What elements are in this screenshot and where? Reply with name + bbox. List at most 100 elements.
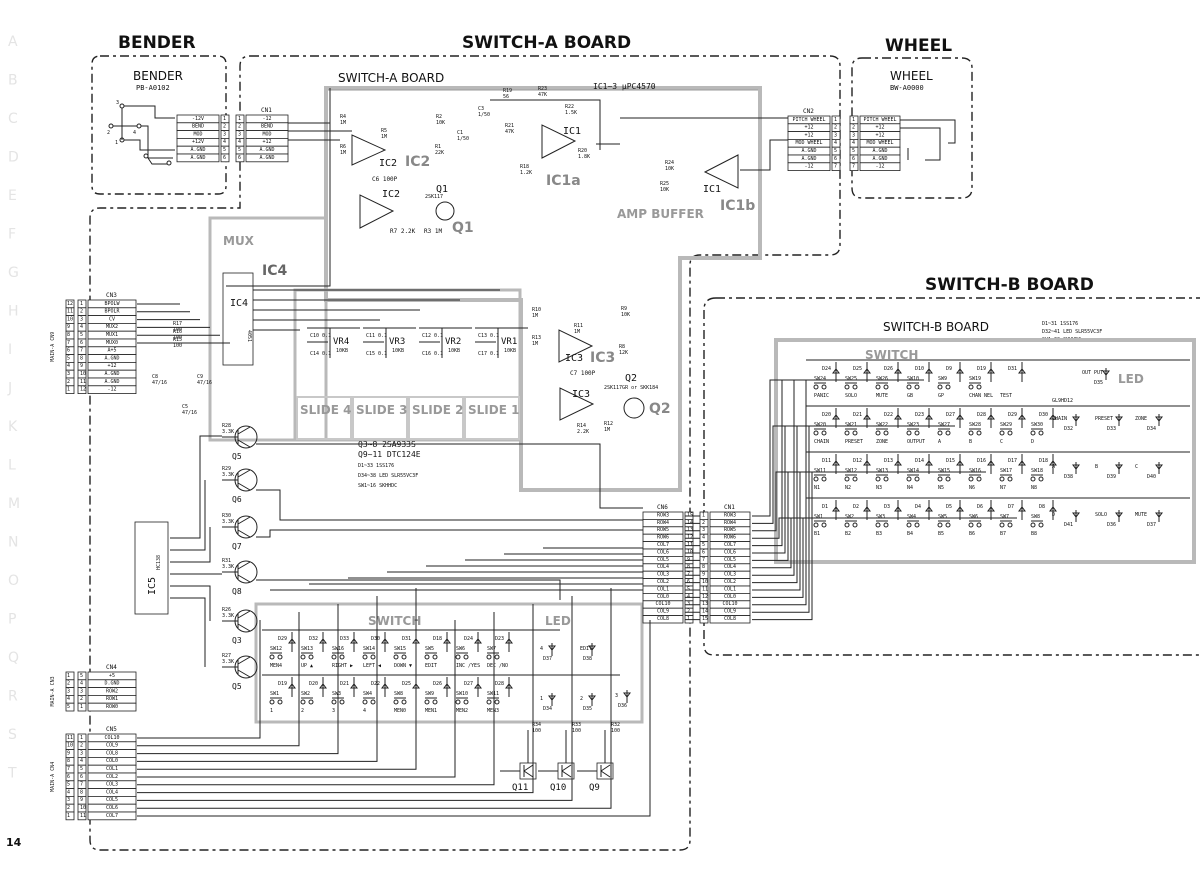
- pin-number: 7: [852, 164, 855, 170]
- signal-name: COL10: [722, 601, 737, 607]
- component-ref: R8: [619, 344, 625, 350]
- svg-text:R7 2.2K: R7 2.2K: [390, 228, 416, 235]
- side-index-letter: P: [8, 612, 16, 628]
- main-pin-number: 5: [67, 704, 70, 710]
- switch-function-label: GB: [907, 393, 913, 399]
- diode-label: D28: [977, 412, 986, 418]
- diode-symbol: [350, 632, 358, 652]
- svg-text:C6 100P: C6 100P: [372, 176, 398, 183]
- pin-number: 1: [834, 117, 837, 123]
- switch-contact: [362, 654, 368, 660]
- led-ref: D35: [1094, 380, 1103, 386]
- component-ref: R27: [222, 653, 231, 659]
- transistor-label: Q5: [232, 682, 242, 691]
- main-pin-number: 5: [67, 782, 70, 788]
- pin-number: 1: [80, 301, 83, 307]
- diode-label: D5: [946, 504, 952, 510]
- component-ref: R18: [520, 164, 529, 170]
- diode-symbol: [956, 408, 964, 428]
- led-label: A: [1052, 464, 1055, 470]
- switch-ref: SW20: [814, 422, 826, 428]
- pin-box: [77, 811, 87, 821]
- slide-label: SLIDE 1: [468, 403, 519, 417]
- switch-contact: [999, 522, 1005, 528]
- component-value: 1M: [381, 134, 387, 140]
- signal-name: COL2: [657, 579, 669, 585]
- component-ref: R2: [436, 114, 442, 120]
- diode-symbol: [894, 362, 902, 382]
- pin-number: 13: [687, 527, 693, 533]
- switch-contact: [331, 699, 337, 705]
- switch-contact: [883, 476, 889, 482]
- pin-number: 8: [687, 564, 690, 570]
- signal-name: -12V: [192, 116, 204, 122]
- diode-symbol: [987, 362, 995, 382]
- diode-symbol: [894, 408, 902, 428]
- switch-ref: SW1: [270, 691, 279, 697]
- led-ref: D36: [1107, 522, 1116, 528]
- signal-name: COL6: [106, 805, 118, 811]
- diode-label: D31: [1008, 366, 1017, 372]
- mux-block-label: MUX: [223, 234, 255, 248]
- switch-contact: [401, 654, 407, 660]
- switch-contact: [844, 430, 850, 436]
- diode-label: D33: [340, 636, 349, 642]
- component-value: 1.5K: [565, 110, 577, 116]
- signal-name: A.GND: [259, 147, 274, 153]
- switch-ref: SW11: [487, 691, 499, 697]
- main-pin-number: 9: [67, 750, 70, 756]
- slide-label: SLIDE 4: [300, 403, 351, 417]
- component-value: 3.3K: [222, 519, 234, 525]
- svg-text:3: 3: [116, 100, 119, 106]
- switch-a-block-label: SWITCH: [368, 614, 421, 628]
- signal-name: COL5: [657, 557, 669, 563]
- diode-symbol: [832, 362, 840, 382]
- component-value: 3.3K: [222, 613, 234, 619]
- main-pin-number: 7: [67, 766, 70, 772]
- signal-name: A.GND: [801, 148, 816, 154]
- diode-symbol: [894, 454, 902, 474]
- side-index-letter: S: [8, 727, 17, 743]
- switch-ref: SW13: [876, 468, 888, 474]
- signal-name: PITCH WHEEL: [863, 117, 896, 123]
- main-pin-number: 2: [67, 379, 70, 385]
- part-note: D34~38 LED SLR55VC3F: [358, 473, 418, 479]
- switch-contact: [424, 654, 430, 660]
- pot-wiring: [307, 327, 360, 358]
- main-pin-number: 8: [67, 758, 70, 764]
- switch-function-label: N4: [907, 485, 913, 491]
- pin-number: 5: [80, 332, 83, 338]
- component-value: 47K: [538, 92, 547, 98]
- switch-function-label: PANIC: [814, 393, 829, 399]
- switch-contact: [370, 654, 376, 660]
- pin-number: 14: [702, 609, 708, 615]
- led-symbol: [1072, 414, 1080, 426]
- signal-name: COL2: [724, 579, 736, 585]
- component-value: 1.2K: [520, 170, 532, 176]
- signal-name: COL8: [657, 616, 669, 622]
- npn-transistor: [519, 762, 537, 780]
- component-ref: R6: [340, 144, 346, 150]
- pin-number: 2: [687, 609, 690, 615]
- transistor-label: Q5: [232, 452, 242, 461]
- led-label: PRESET: [1095, 416, 1113, 422]
- switch-contact: [277, 699, 283, 705]
- svg-text:Q1: Q1: [452, 220, 474, 236]
- main-pin-number: 4: [67, 789, 70, 795]
- switch-contact: [1038, 430, 1044, 436]
- connector-label: CN3: [106, 292, 117, 299]
- switch-ref: SW6: [456, 646, 465, 652]
- main-pin-number: 5: [67, 355, 70, 361]
- switch-ref: SW14: [363, 646, 375, 652]
- led-label: 1: [540, 696, 543, 702]
- pin-number: 5: [238, 147, 241, 153]
- switch-contact: [844, 522, 850, 528]
- switch-function-label: C: [1000, 439, 1003, 445]
- led-label: EDIT: [580, 646, 592, 652]
- side-index-letter: A: [8, 34, 18, 50]
- pin-number: 6: [223, 155, 226, 161]
- signal-name: MOD: [262, 131, 271, 137]
